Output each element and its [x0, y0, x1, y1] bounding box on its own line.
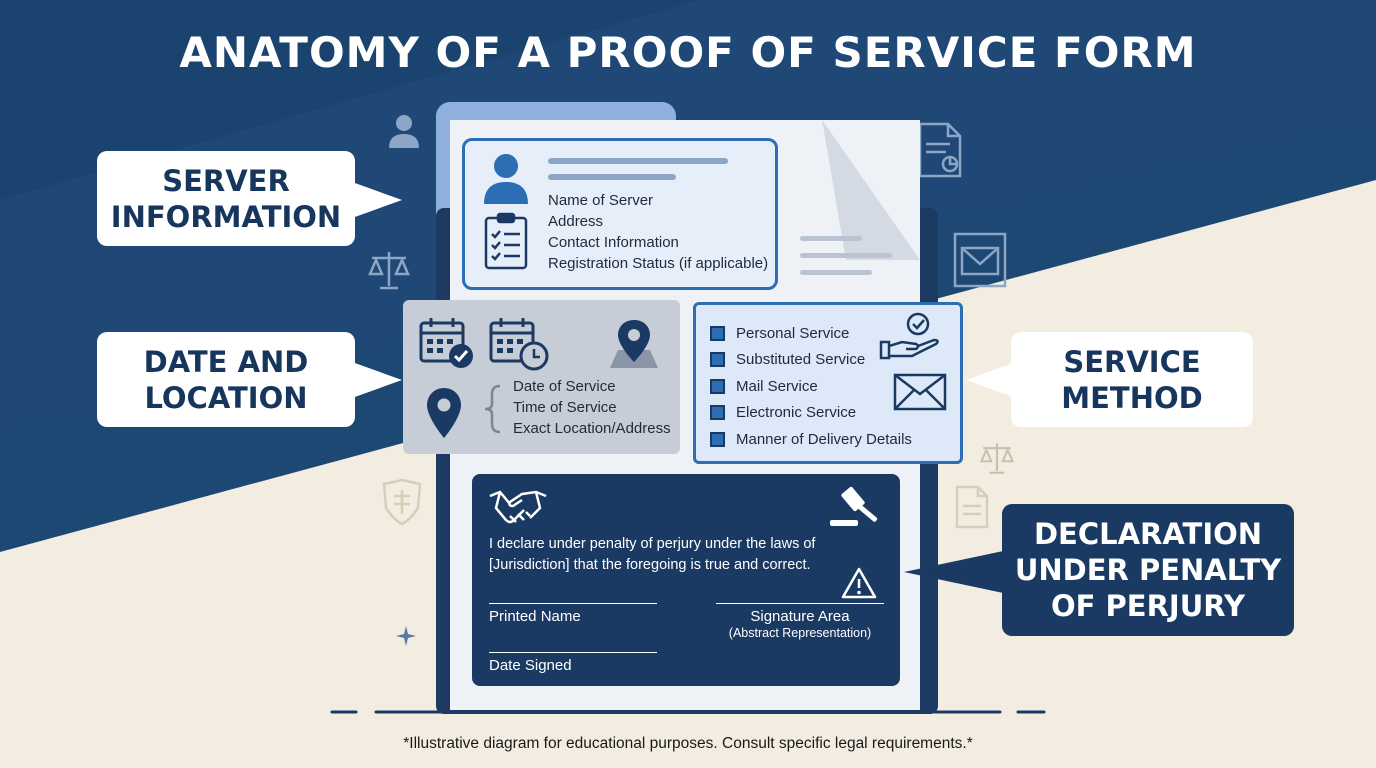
hand-check-icon [879, 312, 939, 360]
doc-decor-line [800, 236, 862, 241]
sparkle-icon [396, 626, 416, 646]
server-fields: Name of Server Address Contact Informati… [548, 190, 768, 274]
checkbox [710, 405, 725, 421]
scales-of-justice-icon [979, 443, 1015, 474]
document-chart-icon [918, 122, 962, 178]
date-field: Time of Service [513, 399, 617, 416]
date-field: Date of Service [513, 378, 616, 395]
callout-pointer [352, 182, 402, 218]
declaration-statement: I declare under penalty of perjury under… [489, 534, 815, 576]
shield-document-icon [382, 478, 422, 526]
declaration-line: [Jurisdiction] that the foregoing is tru… [489, 557, 811, 573]
location-pin-icon [427, 388, 461, 438]
method-option: Mail Service [710, 373, 912, 400]
callout-line: LOCATION [144, 380, 308, 415]
method-label: Personal Service [736, 324, 850, 342]
callout-line: OF PERJURY [1050, 589, 1246, 623]
date-field: Exact Location/Address [513, 420, 671, 437]
person-icon [484, 154, 528, 204]
doc-decor-line [800, 253, 892, 258]
mail-icon [953, 232, 1007, 288]
callout-pointer [904, 550, 1008, 594]
gavel-icon [830, 486, 878, 526]
callout-line: SERVER [162, 163, 290, 198]
page-fold-icon [822, 120, 920, 260]
page-title: ANATOMY OF A PROOF OF SERVICE FORM [179, 28, 1197, 77]
service-method-options: Personal Service Substituted Service Mai… [710, 320, 912, 453]
method-label: Substituted Service [736, 351, 866, 369]
server-decor-line [548, 158, 728, 164]
server-field: Name of Server [548, 192, 654, 209]
method-label: Manner of Delivery Details [736, 430, 912, 448]
declaration-line: I declare under penalty of perjury under… [489, 536, 816, 552]
callout-pointer [352, 362, 402, 398]
callout-line: DATE AND [143, 344, 309, 379]
floor-lines [330, 710, 1046, 714]
checkbox [710, 352, 725, 368]
server-decor-line [548, 174, 676, 180]
callout-line: UNDER PENALTY [1014, 553, 1282, 587]
method-option: Personal Service [710, 320, 912, 347]
callout-line: INFORMATION [110, 199, 342, 234]
checkbox [710, 431, 725, 447]
calendar-check-icon [419, 318, 473, 368]
checkbox [710, 378, 725, 394]
map-location-icon [610, 320, 658, 368]
date-signed-label: Date Signed [489, 657, 572, 674]
checkbox [710, 325, 725, 341]
callout-line: METHOD [1061, 380, 1203, 415]
service-method-panel [693, 302, 963, 464]
declaration-panel [472, 474, 900, 686]
callout-line: DECLARATION [1033, 517, 1263, 551]
signature-label: Signature Area [750, 608, 850, 625]
signature-sublabel: (Abstract Representation) [728, 626, 872, 640]
doc-decor-line [800, 270, 872, 275]
envelope-icon [893, 373, 947, 411]
method-option: Substituted Service [710, 347, 912, 374]
printed-name-line [489, 603, 657, 604]
method-option: Manner of Delivery Details [710, 426, 912, 453]
scales-of-justice-icon [368, 252, 410, 290]
document-icon [955, 485, 989, 529]
method-option: Electronic Service [710, 400, 912, 427]
server-field: Address [548, 213, 604, 230]
user-icon [389, 115, 419, 148]
date-signed-line [489, 652, 657, 653]
signature-line [716, 603, 884, 604]
method-label: Electronic Service [736, 404, 857, 422]
method-label: Mail Service [736, 377, 818, 395]
bracket-icon [484, 384, 501, 434]
footnote: *Illustrative diagram for educational pu… [403, 735, 973, 752]
date-location-fields: Date of Service Time of Service Exact Lo… [513, 376, 671, 439]
callout-pointer [966, 362, 1016, 398]
warning-icon [841, 567, 877, 599]
handshake-icon [489, 490, 547, 524]
clipboard-checklist-icon [484, 212, 528, 270]
server-field: Contact Information [548, 234, 679, 251]
callout-line: SERVICE [1063, 344, 1201, 379]
calendar-clock-icon [489, 318, 549, 371]
server-field: Registration Status (if applicable) [548, 255, 769, 272]
printed-name-label: Printed Name [489, 608, 581, 625]
